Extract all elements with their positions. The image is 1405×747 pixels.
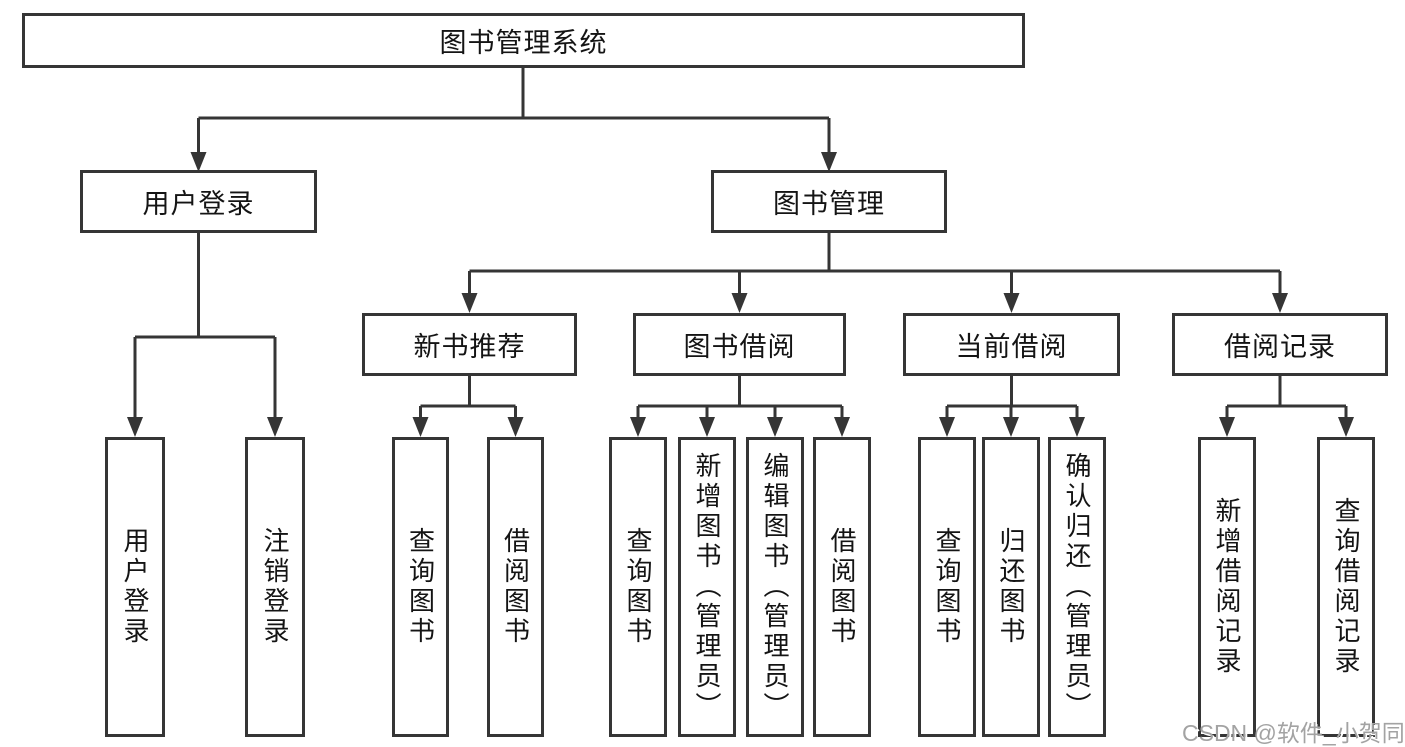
leaf-add-book-admin-label: 新增图书（管理员） — [692, 452, 722, 722]
leaf-borrow-books-borrow: 借阅图书 — [813, 437, 871, 737]
leaf-query-books-borrow: 查询图书 — [609, 437, 667, 737]
arrowheads — [127, 152, 1354, 437]
node-library-system: 图书管理系统 — [22, 13, 1025, 68]
leaf-query-books-borrow-label: 查询图书 — [623, 527, 653, 647]
leaf-add-borrow-record: 新增借阅记录 — [1198, 437, 1256, 737]
leaf-edit-book-admin: 编辑图书（管理员） — [746, 437, 804, 737]
node-book-management: 图书管理 — [711, 170, 947, 233]
leaf-return-book: 归还图书 — [982, 437, 1040, 737]
leaf-add-borrow-record-label: 新增借阅记录 — [1212, 497, 1242, 677]
leaf-logout-label: 注销登录 — [260, 527, 290, 647]
leaf-borrow-books-borrow-label: 借阅图书 — [827, 527, 857, 647]
node-borrow-records: 借阅记录 — [1172, 313, 1388, 376]
node-user-login: 用户登录 — [80, 170, 317, 233]
connector-user-login-children — [133, 233, 277, 425]
leaf-add-book-admin: 新增图书（管理员） — [678, 437, 736, 737]
leaf-query-books-current: 查询图书 — [918, 437, 976, 737]
leaf-borrow-books-recommend: 借阅图书 — [487, 437, 544, 737]
csdn-watermark: CSDN @软件_小贺同学 — [1182, 720, 1405, 746]
connector-root-to-level2 — [197, 68, 831, 160]
connector-new-book-recommend-children — [419, 376, 517, 425]
connector-book-borrow-children — [636, 376, 844, 425]
leaf-query-books-current-label: 查询图书 — [932, 527, 962, 647]
connector-borrow-records-children — [1225, 376, 1348, 425]
leaf-edit-book-admin-label: 编辑图书（管理员） — [760, 452, 790, 722]
leaf-query-books-recommend: 查询图书 — [392, 437, 449, 737]
leaf-query-books-recommend-label: 查询图书 — [405, 527, 436, 647]
node-new-book-recommend: 新书推荐 — [362, 313, 577, 376]
leaf-query-borrow-record-label: 查询借阅记录 — [1331, 497, 1361, 677]
node-current-borrow: 当前借阅 — [903, 313, 1120, 376]
node-book-borrow: 图书借阅 — [633, 313, 846, 376]
leaf-user-login: 用户登录 — [105, 437, 165, 737]
leaf-return-book-label: 归还图书 — [996, 527, 1026, 647]
leaf-logout: 注销登录 — [245, 437, 305, 737]
leaf-confirm-return-admin-label: 确认归还（管理员） — [1062, 452, 1092, 722]
leaf-user-login-label: 用户登录 — [120, 527, 150, 647]
leaf-borrow-books-recommend-label: 借阅图书 — [500, 527, 531, 647]
connector-book-management-children — [468, 233, 1282, 301]
connector-current-borrow-children — [945, 376, 1079, 425]
leaf-confirm-return-admin: 确认归还（管理员） — [1048, 437, 1106, 737]
leaf-query-borrow-record: 查询借阅记录 — [1317, 437, 1375, 737]
